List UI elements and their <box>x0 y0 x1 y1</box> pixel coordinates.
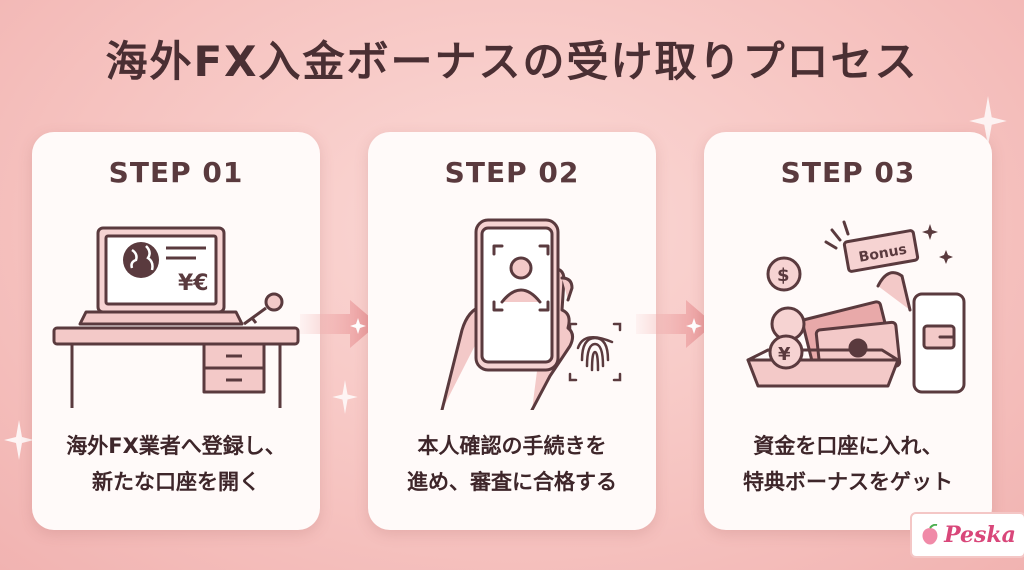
currency-text: ¥€ <box>178 271 209 296</box>
step-card-2: STEP 02 本人確認の手続きを 進め、審査に合格する <box>368 132 656 530</box>
page-title: 海外FX入金ボーナスの受け取りプロセス <box>105 37 919 86</box>
step-card-3: STEP 03 Bonus $ ¥ <box>704 132 992 530</box>
sparkle-icon <box>332 380 358 414</box>
step-label: STEP 02 <box>444 156 580 189</box>
step-label: STEP 03 <box>780 156 916 189</box>
step-card-1: STEP 01 ¥€ <box>32 132 320 530</box>
arrow-right-icon <box>636 300 714 348</box>
dollar-coin-icon: $ <box>777 265 790 286</box>
peach-logo-icon <box>922 524 938 545</box>
key-icon <box>243 292 284 326</box>
brand-logo: Peska <box>910 512 1024 558</box>
sparkle-icon <box>922 224 953 264</box>
laptop-desk-illustration: ¥€ <box>52 226 300 408</box>
phone-verification-illustration <box>440 218 622 410</box>
step-description: 海外FX業者へ登録し、 新たな口座を開く <box>66 434 286 494</box>
globe-icon <box>123 242 159 278</box>
step-description: 資金を口座に入れ、 特典ボーナスをゲット <box>743 434 953 494</box>
sparkle-icon <box>4 420 34 460</box>
fingerprint-icon <box>568 322 622 382</box>
bonus-money-illustration: Bonus $ ¥ <box>746 220 966 394</box>
arrow-right-icon <box>300 300 378 348</box>
sparkle-icon <box>969 96 1007 146</box>
step-description: 本人確認の手続きを 進め、審査に合格する <box>407 434 617 494</box>
yen-coin-icon: ¥ <box>778 344 791 365</box>
step-label: STEP 01 <box>108 156 244 189</box>
